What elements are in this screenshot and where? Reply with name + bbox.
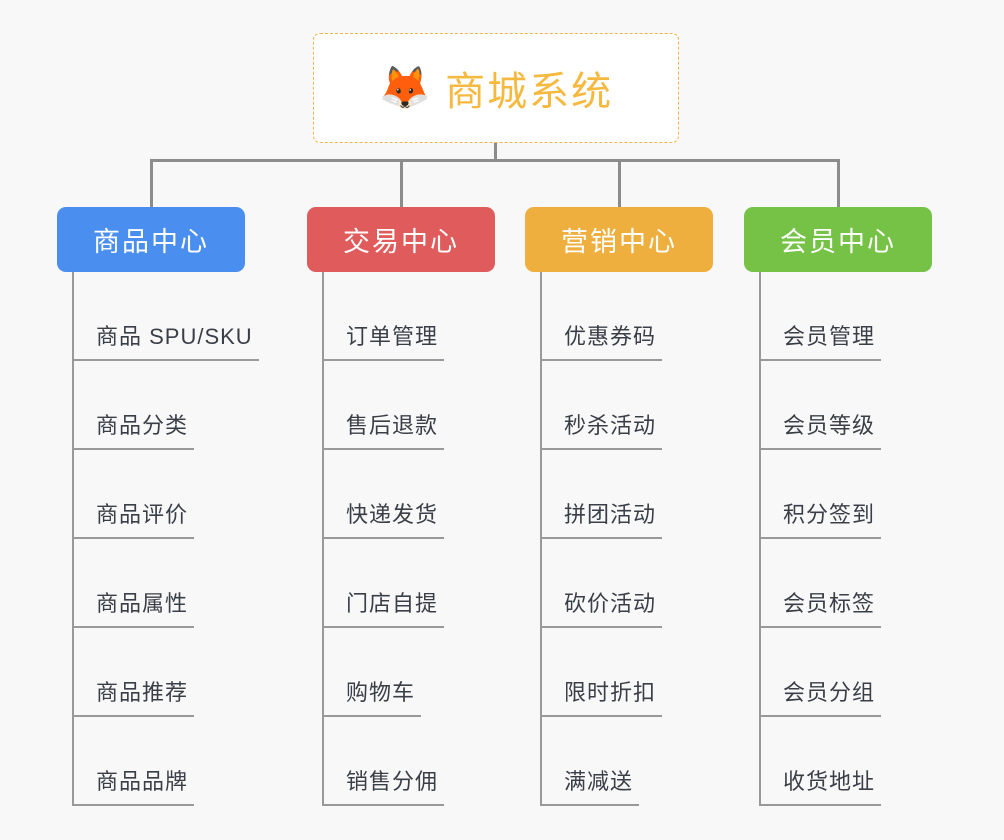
leaf-item[interactable]: 门店自提	[324, 539, 495, 628]
leaf-label: 商品推荐	[74, 678, 195, 717]
leaf-label: 会员等级	[761, 411, 882, 450]
leaf-label: 商品分类	[74, 411, 195, 450]
leaf-label: 商品属性	[74, 589, 195, 628]
branch-header-4[interactable]: 会员中心	[744, 207, 932, 272]
branch-column-2: 交易中心 订单管理 售后退款 快递发货 门店自提 购物车 销售分佣	[307, 207, 495, 806]
leaf-label: 拼团活动	[542, 500, 663, 539]
leaf-item[interactable]: 拼团活动	[542, 450, 713, 539]
root-node[interactable]: 🦊 商城系统	[313, 33, 679, 143]
leaf-item[interactable]: 购物车	[324, 628, 495, 717]
leaf-label: 销售分佣	[324, 767, 445, 806]
leaf-label: 积分签到	[761, 500, 882, 539]
connector-drop-3	[618, 159, 621, 207]
branch-column-1: 商品中心 商品 SPU/SKU 商品分类 商品评价 商品属性 商品推荐 商品品牌	[57, 207, 259, 806]
branch-header-2[interactable]: 交易中心	[307, 207, 495, 272]
leaf-label: 订单管理	[324, 322, 445, 361]
leaf-label: 商品 SPU/SKU	[74, 322, 259, 361]
leaf-item[interactable]: 砍价活动	[542, 539, 713, 628]
leaf-item[interactable]: 商品属性	[74, 539, 259, 628]
leaf-item[interactable]: 秒杀活动	[542, 361, 713, 450]
leaf-label: 收货地址	[761, 767, 882, 806]
connector-root-stem	[494, 143, 497, 162]
leaf-label: 砍价活动	[542, 589, 663, 628]
leaf-item[interactable]: 优惠券码	[542, 272, 713, 361]
leaf-item[interactable]: 商品品牌	[74, 717, 259, 806]
leaf-label: 秒杀活动	[542, 411, 663, 450]
leaf-item[interactable]: 快递发货	[324, 450, 495, 539]
leaf-label: 门店自提	[324, 589, 445, 628]
leaf-label: 会员标签	[761, 589, 882, 628]
branch-title-2: 交易中心	[343, 227, 459, 257]
leaf-item[interactable]: 收货地址	[761, 717, 932, 806]
leaf-item[interactable]: 积分签到	[761, 450, 932, 539]
branch-column-3: 营销中心 优惠券码 秒杀活动 拼团活动 砍价活动 限时折扣 满减送	[525, 207, 713, 806]
branch-leaf-list-2: 订单管理 售后退款 快递发货 门店自提 购物车 销售分佣	[322, 272, 495, 806]
leaf-label: 优惠券码	[542, 322, 663, 361]
branch-title-3: 营销中心	[561, 227, 677, 257]
branch-leaf-list-4: 会员管理 会员等级 积分签到 会员标签 会员分组 收货地址	[759, 272, 932, 806]
branch-header-1[interactable]: 商品中心	[57, 207, 245, 272]
leaf-label: 商品品牌	[74, 767, 195, 806]
leaf-item[interactable]: 商品评价	[74, 450, 259, 539]
leaf-label: 快递发货	[324, 500, 445, 539]
leaf-item[interactable]: 商品分类	[74, 361, 259, 450]
leaf-item[interactable]: 限时折扣	[542, 628, 713, 717]
leaf-label: 购物车	[324, 678, 422, 717]
leaf-item[interactable]: 会员分组	[761, 628, 932, 717]
branch-header-3[interactable]: 营销中心	[525, 207, 713, 272]
root-title: 商城系统	[445, 70, 614, 114]
leaf-item[interactable]: 销售分佣	[324, 717, 495, 806]
leaf-label: 售后退款	[324, 411, 445, 450]
leaf-label: 满减送	[542, 767, 640, 806]
branch-title-4: 会员中心	[780, 227, 896, 257]
leaf-label: 会员管理	[761, 322, 882, 361]
leaf-label: 会员分组	[761, 678, 882, 717]
leaf-item[interactable]: 满减送	[542, 717, 713, 806]
connector-drop-2	[400, 159, 403, 207]
connector-drop-1	[150, 159, 153, 207]
leaf-item[interactable]: 会员标签	[761, 539, 932, 628]
leaf-item[interactable]: 会员管理	[761, 272, 932, 361]
branch-leaf-list-1: 商品 SPU/SKU 商品分类 商品评价 商品属性 商品推荐 商品品牌	[72, 272, 259, 806]
fox-face-icon: 🦊	[378, 64, 432, 111]
leaf-item[interactable]: 会员等级	[761, 361, 932, 450]
leaf-label: 商品评价	[74, 500, 195, 539]
leaf-item[interactable]: 商品推荐	[74, 628, 259, 717]
connector-horizontal-bus	[150, 159, 840, 162]
leaf-item[interactable]: 售后退款	[324, 361, 495, 450]
leaf-item[interactable]: 订单管理	[324, 272, 495, 361]
branch-leaf-list-3: 优惠券码 秒杀活动 拼团活动 砍价活动 限时折扣 满减送	[540, 272, 713, 806]
leaf-label: 限时折扣	[542, 678, 663, 717]
connector-drop-4	[837, 159, 840, 207]
leaf-item[interactable]: 商品 SPU/SKU	[74, 272, 259, 361]
branch-column-4: 会员中心 会员管理 会员等级 积分签到 会员标签 会员分组 收货地址	[744, 207, 932, 806]
branch-title-1: 商品中心	[93, 227, 209, 257]
